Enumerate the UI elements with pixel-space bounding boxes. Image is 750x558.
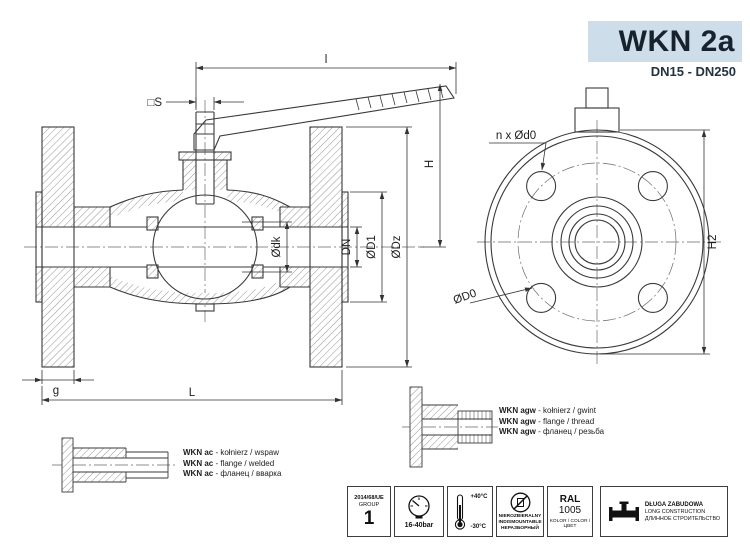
valve-section-outline bbox=[35, 85, 455, 368]
variant-ac-sketch bbox=[61, 437, 169, 493]
dn-range: DN15 - DN250 bbox=[650, 64, 736, 79]
variant-desc: - kołnierz / gwint bbox=[535, 406, 596, 415]
dim-label-H: H bbox=[424, 160, 436, 168]
variant-agw-line: WKN agw - фланец / резьба bbox=[499, 427, 604, 438]
non-dismountable-icon bbox=[510, 492, 530, 513]
dimension-labels: l □S H Ødk DN ØD1 ØDz g L n x Ød0 ØD0 H2 bbox=[53, 54, 719, 399]
color-caption: KOLOR / COLOR / ЦВЕТ bbox=[549, 518, 591, 529]
badge-indismountable: NIEROZBIERALNY INDISMOUNTABLE НЕРАЗБОРНЫ… bbox=[496, 486, 544, 537]
dim-label-Dz: ØDz bbox=[391, 235, 403, 258]
product-title-box: WKN 2a bbox=[588, 21, 742, 62]
construction-ru: ДЛИННОЕ СТРОИТЕЛЬСТВО bbox=[644, 515, 721, 522]
dim-label-DN: DN bbox=[341, 239, 353, 256]
dim-label-D1: ØD1 bbox=[366, 235, 378, 259]
variant-code: WKN agw bbox=[499, 427, 536, 436]
variant-ac-line: WKN ac - flange / welded bbox=[183, 459, 281, 470]
pressure-gauge-icon bbox=[408, 495, 430, 519]
spec-badges: 2014/68/UE GROUP 1 16-40bar bbox=[347, 486, 728, 537]
temperature-min: -30°C bbox=[470, 523, 486, 530]
variant-ac-line: WKN ac - фланец / вварка bbox=[183, 469, 281, 480]
section-hatch bbox=[36, 127, 348, 367]
dim-label-H2: H2 bbox=[707, 235, 719, 250]
variant-ac-line: WKN ac - kołnierz / wspaw bbox=[183, 448, 281, 459]
variant-agw-line: WKN agw - kołnierz / gwint bbox=[499, 406, 604, 417]
directive-category: 1 bbox=[363, 508, 375, 530]
handle-grip-lines bbox=[355, 86, 444, 111]
dim-label-L: L bbox=[189, 387, 196, 399]
construction-pl: DŁUGA ZABUDOWA bbox=[644, 501, 704, 508]
ral-label: RAL bbox=[559, 493, 581, 505]
flange-dimension-lines bbox=[469, 129, 710, 355]
badge-temperature: +40°C -30°C bbox=[447, 486, 493, 537]
variant-agw-labels: WKN agw - kołnierz / gwint WKN agw - fla… bbox=[499, 406, 604, 438]
variant-code: WKN ac bbox=[183, 458, 214, 468]
badge-color: RAL 1005 KOLOR / COLOR / ЦВЕТ bbox=[547, 486, 593, 537]
directive-number: 2014/68/UE bbox=[354, 494, 384, 501]
thermometer-icon bbox=[454, 493, 465, 530]
product-model: WKN 2a bbox=[618, 24, 735, 58]
badge-directive: 2014/68/UE GROUP 1 bbox=[347, 486, 391, 537]
ral-code: 1005 bbox=[558, 504, 582, 516]
variant-ac-labels: WKN ac - kołnierz / wspaw WKN ac - flang… bbox=[183, 448, 281, 480]
dimension-lines bbox=[22, 62, 457, 405]
badge-pressure: 16-40bar bbox=[394, 486, 444, 537]
indismountable-ru: НЕРАЗБОРНЫЙ bbox=[501, 525, 539, 531]
temperature-max: +40°C bbox=[470, 493, 488, 500]
pressure-range: 16-40bar bbox=[404, 522, 434, 529]
dim-label-dk: Ødk bbox=[271, 236, 283, 257]
variant-desc: - flange / thread bbox=[535, 416, 595, 426]
indismountable-pl: NIEROZBIERALNY bbox=[498, 514, 542, 520]
variant-desc: - kołnierz / wspaw bbox=[213, 448, 280, 457]
construction-en: LONG CONSTRUCTION bbox=[644, 508, 706, 515]
indismountable-en: INDISMOUNTABLE bbox=[498, 520, 542, 526]
directive-group: GROUP bbox=[358, 501, 380, 508]
long-valve-icon bbox=[608, 501, 639, 521]
variant-agw-line: WKN agw - flange / thread bbox=[499, 417, 604, 428]
variant-agw-sketch bbox=[409, 386, 493, 468]
variant-code: WKN ac bbox=[183, 448, 214, 457]
variant-desc: - фланец / вварка bbox=[213, 469, 282, 478]
dim-label-l: l bbox=[325, 54, 328, 66]
variant-desc: - flange / welded bbox=[213, 458, 275, 468]
dim-label-s: □S bbox=[147, 97, 162, 109]
variant-desc: - фланец / резьба bbox=[535, 427, 605, 436]
centerlines bbox=[24, 100, 721, 466]
variant-code: WKN ac bbox=[183, 469, 214, 478]
dim-label-nxd0: n x Ød0 bbox=[496, 130, 536, 142]
badge-long-construction: DŁUGA ZABUDOWA LONG CONSTRUCTION ДЛИННОЕ… bbox=[600, 486, 728, 537]
dim-label-D0: ØD0 bbox=[452, 287, 478, 306]
dim-label-g: g bbox=[53, 385, 59, 397]
variant-code: WKN agw bbox=[499, 406, 536, 415]
variant-code: WKN agw bbox=[499, 416, 536, 426]
